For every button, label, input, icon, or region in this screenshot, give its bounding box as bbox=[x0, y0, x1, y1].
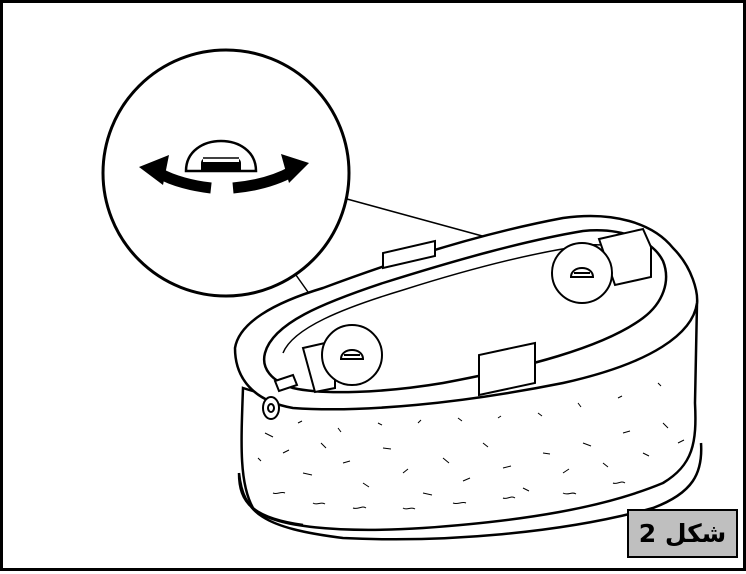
base-texture bbox=[257, 382, 685, 510]
lock-knobs bbox=[339, 267, 595, 360]
magnifier bbox=[101, 48, 351, 298]
appliance-drawing bbox=[101, 48, 703, 541]
side-knob bbox=[262, 373, 299, 420]
figure-label: شكل 2 bbox=[627, 509, 738, 558]
